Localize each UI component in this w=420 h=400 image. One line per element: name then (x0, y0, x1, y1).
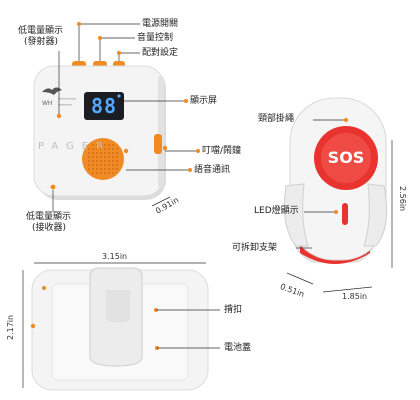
power-label: 電源開關 (142, 19, 179, 29)
display-screen (84, 92, 124, 120)
holder-label: 可拆卸支架 (232, 243, 278, 253)
led-label: LED燈顯示 (254, 206, 299, 216)
volume-label: 音量控制 (137, 33, 174, 43)
pair-label: 配對設定 (142, 48, 179, 58)
battery-cover-label: 電池蓋 (224, 343, 252, 353)
bird-logo-icon (42, 87, 62, 95)
receiver-width-dimension: 3.15in (102, 252, 128, 261)
low-battery-rx-label: 低電量顯示 (接收器) (26, 212, 71, 234)
pendant-width-dimension: 1.85in (342, 292, 368, 301)
logo-text: WH (42, 100, 53, 107)
low-battery-rx-label-line1: 低電量顯示 (26, 212, 72, 222)
voice-label: 語音通訊 (194, 165, 231, 175)
doorbell-label: 叮噹/鬧鐘 (202, 146, 242, 156)
pendant-height-dimension: 2.56in (398, 186, 407, 212)
display-label: 顯示屏 (190, 96, 218, 106)
low-battery-tx-indicator (56, 113, 62, 119)
sos-text: SOS (327, 148, 365, 167)
pager-text: PAGER (38, 141, 112, 152)
low-battery-rx-label-line2: (接收器) (32, 223, 67, 233)
screen-digits: 88 (90, 94, 118, 118)
doorbell-button (154, 134, 162, 154)
low-battery-tx-label-line2: (發射器) (24, 37, 59, 47)
low-battery-tx-label-line1: 低電量顯示 (18, 26, 64, 36)
low-battery-tx-label: 低電量顯示 (發射器) (18, 26, 63, 48)
led-indicator (342, 203, 348, 225)
receiver-height-dimension: 2.17in (6, 314, 15, 340)
clip-label: 揹扣 (224, 305, 243, 315)
lanyard-label: 頸部掛繩 (258, 114, 295, 124)
low-battery-rx-indicator (50, 184, 56, 190)
